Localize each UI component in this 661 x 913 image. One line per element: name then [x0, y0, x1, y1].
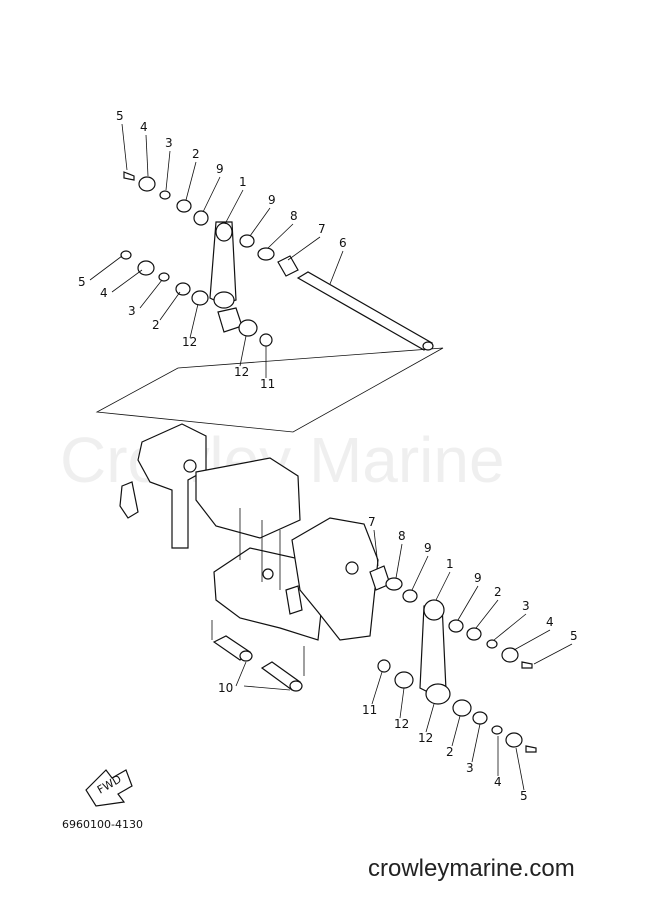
callout-7: 7 [318, 222, 326, 236]
callout-8: 8 [290, 209, 298, 223]
pin-part-10 [211, 620, 305, 692]
callout-2: 2 [152, 318, 160, 332]
swivel-bracket-body [213, 547, 323, 641]
callout-7: 7 [368, 515, 376, 529]
callout-4: 4 [546, 615, 554, 629]
callout-12: 12 [234, 365, 249, 379]
callout-12: 12 [182, 335, 197, 349]
callout-5: 5 [520, 789, 528, 803]
swivel-bracket-assembly [119, 423, 379, 641]
washer-part-2 [176, 199, 192, 213]
callout-9: 9 [424, 541, 432, 555]
bushing-part-12 [217, 307, 243, 333]
clamp-screw-handle [119, 481, 139, 519]
fwd-arrow-icon: FWD [85, 769, 133, 807]
callout-4: 4 [140, 120, 148, 134]
swivel-housing [195, 457, 301, 539]
leader-lines-top [89, 123, 344, 378]
clamp-bracket-left [137, 423, 207, 549]
nut-part-4 [138, 176, 156, 192]
callout-1: 1 [239, 175, 247, 189]
bushing-part-7 [277, 255, 299, 277]
upper-shock-assembly [120, 171, 434, 351]
footer-url: crowleymarine.com [368, 855, 575, 882]
callout-9: 9 [474, 571, 482, 585]
bolt-part-5 [123, 171, 135, 181]
callout-1: 1 [446, 557, 454, 571]
part-code: 6960100-4130 [62, 818, 143, 831]
callout-6: 6 [339, 236, 347, 250]
callout-2: 2 [446, 745, 454, 759]
shaft-part-6 [296, 271, 434, 351]
callout-10: 10 [218, 681, 233, 695]
callout-2: 2 [192, 147, 200, 161]
assembly-reference-outline [95, 347, 444, 433]
clamp-bracket-right [291, 517, 379, 641]
callout-3: 3 [128, 304, 136, 318]
callout-12: 12 [418, 731, 433, 745]
callout-8: 8 [398, 529, 406, 543]
bushing-part-9 [239, 234, 255, 248]
washer-part-11 [259, 333, 273, 347]
callout-3: 3 [165, 136, 173, 150]
washer-part-8 [257, 247, 275, 261]
callout-4: 4 [100, 286, 108, 300]
callout-11: 11 [260, 377, 275, 391]
callout-5: 5 [116, 109, 124, 123]
callout-11: 11 [362, 703, 377, 717]
callout-3: 3 [466, 761, 474, 775]
callout-4: 4 [494, 775, 502, 789]
leader-lines-bottom [235, 529, 573, 791]
callout-9: 9 [216, 162, 224, 176]
callout-12: 12 [394, 717, 409, 731]
callout-9: 9 [268, 193, 276, 207]
callout-2: 2 [494, 585, 502, 599]
callout-5: 5 [78, 275, 86, 289]
callout-3: 3 [522, 599, 530, 613]
callout-5: 5 [570, 629, 578, 643]
lower-shock-assembly [369, 565, 537, 753]
